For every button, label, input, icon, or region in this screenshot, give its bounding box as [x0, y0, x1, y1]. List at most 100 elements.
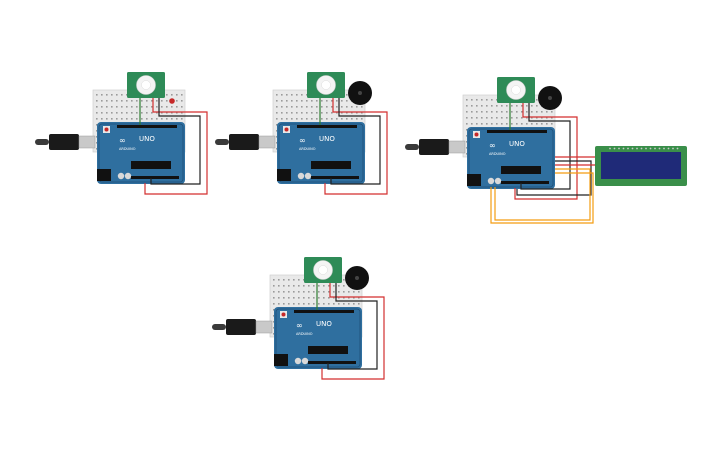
breadboard-hole	[536, 99, 538, 101]
breadboard-hole	[181, 112, 183, 114]
digital-header	[297, 125, 357, 128]
breadboard-hole	[466, 147, 468, 149]
breadboard-hole	[351, 106, 353, 108]
wire-ground[interactable]	[150, 98, 201, 185]
wire-power[interactable]	[324, 98, 388, 195]
breadboard-hole	[96, 148, 98, 150]
arduino-logo: ∞	[296, 321, 303, 330]
breadboard-hole	[146, 106, 148, 108]
led[interactable]	[169, 98, 175, 104]
board-brand-label: ARDUINO	[299, 147, 316, 151]
usb-plug[interactable]	[226, 319, 256, 335]
arduino-logo: ∞	[489, 141, 496, 150]
microcontroller-chip	[311, 161, 351, 169]
breadboard-hole	[353, 291, 355, 293]
breadboard-hole	[541, 123, 543, 125]
breadboard-hole	[96, 100, 98, 102]
wire-lcd-sda[interactable]	[494, 168, 591, 221]
breadboard-hole	[276, 94, 278, 96]
breadboard-hole	[273, 303, 275, 305]
microcontroller-chip	[501, 166, 541, 174]
breadboard-hole	[156, 118, 158, 120]
breadboard-hole	[131, 106, 133, 108]
wire-lcd-scl[interactable]	[490, 172, 594, 224]
breadboard-hole	[511, 111, 513, 113]
lcd-pin	[676, 147, 679, 150]
breadboard-hole	[511, 105, 513, 107]
breadboard-hole	[276, 112, 278, 114]
breadboard-hole	[321, 106, 323, 108]
breadboard-hole	[121, 94, 123, 96]
wire-ground[interactable]	[327, 283, 378, 370]
breadboard-hole	[306, 106, 308, 108]
reset-button-cap	[104, 127, 109, 132]
breadboard-hole	[316, 112, 318, 114]
breadboard-hole	[326, 118, 328, 120]
breadboard-hole	[283, 291, 285, 293]
microcontroller-chip	[308, 346, 348, 354]
breadboard-hole	[101, 112, 103, 114]
breadboard-hole	[298, 297, 300, 299]
breadboard-hole	[126, 94, 128, 96]
wire-power[interactable]	[144, 98, 208, 195]
breadboard-hole	[273, 297, 275, 299]
breadboard-hole	[326, 106, 328, 108]
breadboard-hole	[288, 297, 290, 299]
breadboard-hole	[316, 106, 318, 108]
lcd-pin	[636, 147, 638, 150]
breadboard-hole	[146, 112, 148, 114]
capacitor	[494, 177, 502, 185]
breadboard-hole	[316, 100, 318, 102]
breadboard-hole	[283, 279, 285, 281]
breadboard-hole	[496, 117, 498, 119]
wire-ground[interactable]	[330, 98, 381, 185]
breadboard-hole	[121, 112, 123, 114]
breadboard-hole	[346, 106, 348, 108]
buzzer-hole	[548, 96, 552, 100]
breadboard-hole	[301, 106, 303, 108]
breadboard-hole	[496, 105, 498, 107]
power-jack[interactable]	[97, 169, 111, 181]
wire-lcd-gnd[interactable]	[516, 160, 592, 196]
breadboard-hole	[291, 100, 293, 102]
breadboard-hole	[136, 100, 138, 102]
breadboard-hole	[341, 112, 343, 114]
wire-power[interactable]	[321, 283, 385, 380]
breadboard-hole	[481, 117, 483, 119]
usb-plug[interactable]	[229, 134, 259, 150]
breadboard-hole	[161, 106, 163, 108]
breadboard-hole	[273, 309, 275, 311]
lcd-module[interactable]	[595, 146, 687, 186]
wire-ground[interactable]	[520, 103, 571, 190]
breadboard-hole	[551, 111, 553, 113]
breadboard-hole	[296, 106, 298, 108]
usb-plug[interactable]	[49, 134, 79, 150]
breadboard-hole	[361, 112, 363, 114]
breadboard-hole	[348, 303, 350, 305]
breadboard-hole	[301, 94, 303, 96]
lcd-pin	[667, 147, 670, 150]
breadboard-hole	[333, 285, 335, 287]
breadboard-hole	[281, 106, 283, 108]
capacitor	[124, 172, 132, 180]
breadboard-hole	[526, 111, 528, 113]
power-jack[interactable]	[467, 174, 481, 186]
breadboard-hole	[288, 279, 290, 281]
breadboard-hole	[501, 117, 503, 119]
pir-dome-center	[141, 80, 151, 90]
breadboard-hole	[296, 118, 298, 120]
usb-plug[interactable]	[419, 139, 449, 155]
breadboard-hole	[358, 297, 360, 299]
breadboard-hole	[336, 112, 338, 114]
breadboard-hole	[551, 117, 553, 119]
breadboard-hole	[101, 94, 103, 96]
wire-power[interactable]	[514, 103, 578, 200]
power-jack[interactable]	[274, 354, 288, 366]
power-jack[interactable]	[277, 169, 291, 181]
breadboard-hole	[281, 100, 283, 102]
breadboard-hole	[341, 118, 343, 120]
